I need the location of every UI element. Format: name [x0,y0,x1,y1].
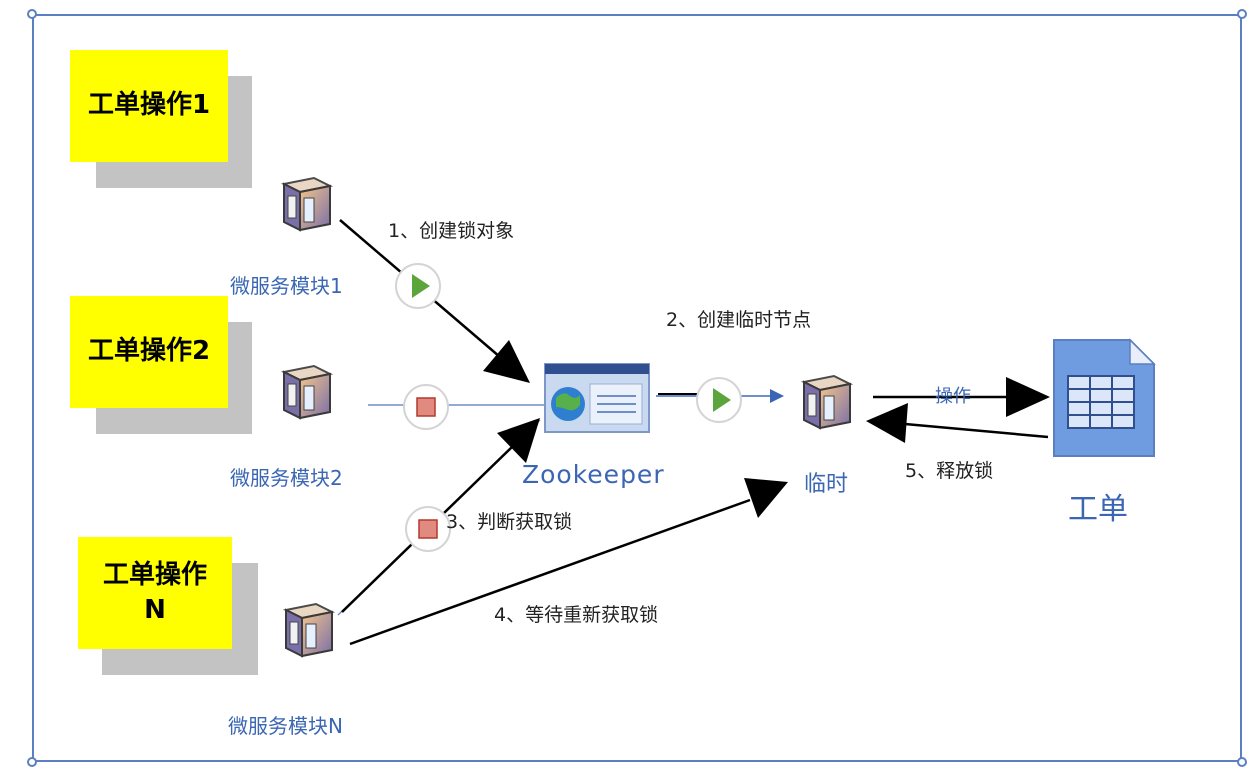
temp-node-cube-icon[interactable] [794,368,858,432]
arrow-step4-head [744,478,788,518]
step-2-label: 2、创建临时节点 [666,309,812,331]
step-1-label: 1、创建锁对象 [388,220,515,242]
play-marker-1-icon[interactable] [395,263,441,309]
arrow-step3-head [497,418,540,463]
play-marker-4-icon[interactable] [696,377,742,423]
module-1-label: 微服务模块1 [230,274,343,298]
arrow-release-line [904,422,1049,439]
operation-n-label: 工单操作 N [78,537,232,649]
arrow-step1-head [483,340,530,383]
frame-handle-top-right[interactable] [1237,9,1247,19]
frame-handle-bottom-right[interactable] [1237,757,1247,767]
browser-window-icon[interactable] [544,363,650,433]
module-1-cube-icon[interactable] [274,170,338,234]
operate-label: 操作 [935,386,971,407]
module-2-cube-icon[interactable] [274,358,338,422]
stop-marker-2-icon[interactable] [403,384,449,430]
step-4-label: 4、等待重新获取锁 [494,604,659,626]
arrow-operate-head [1006,377,1050,417]
arrow-release-head [866,403,908,443]
frame-handle-bottom-left[interactable] [27,757,37,767]
temp-node-label: 临时 [804,472,849,497]
step-5-label: 5、释放锁 [905,460,994,482]
sticky-operation-2: 工单操作2 [70,296,252,434]
step-3-label: 3、判断获取锁 [446,511,573,533]
zookeeper-label: Zookeeper [522,460,665,489]
operation-1-label: 工单操作1 [70,50,228,162]
sticky-operation-n: 工单操作 N [78,537,258,675]
connector-zookeeper-temp-head [770,389,784,403]
sticky-operation-1: 工单操作1 [70,50,252,188]
frame-handle-top-left[interactable] [27,9,37,19]
module-2-label: 微服务模块2 [230,466,343,490]
table-document-icon[interactable] [1053,338,1156,457]
work-order-label: 工单 [1068,492,1128,527]
diagram-frame [32,14,1242,762]
module-n-label: 微服务模块N [228,714,343,738]
arrow-step4-line [349,498,751,646]
module-n-cube-icon[interactable] [276,596,340,660]
operation-2-label: 工单操作2 [70,296,228,408]
stop-marker-3-icon[interactable] [405,506,451,552]
